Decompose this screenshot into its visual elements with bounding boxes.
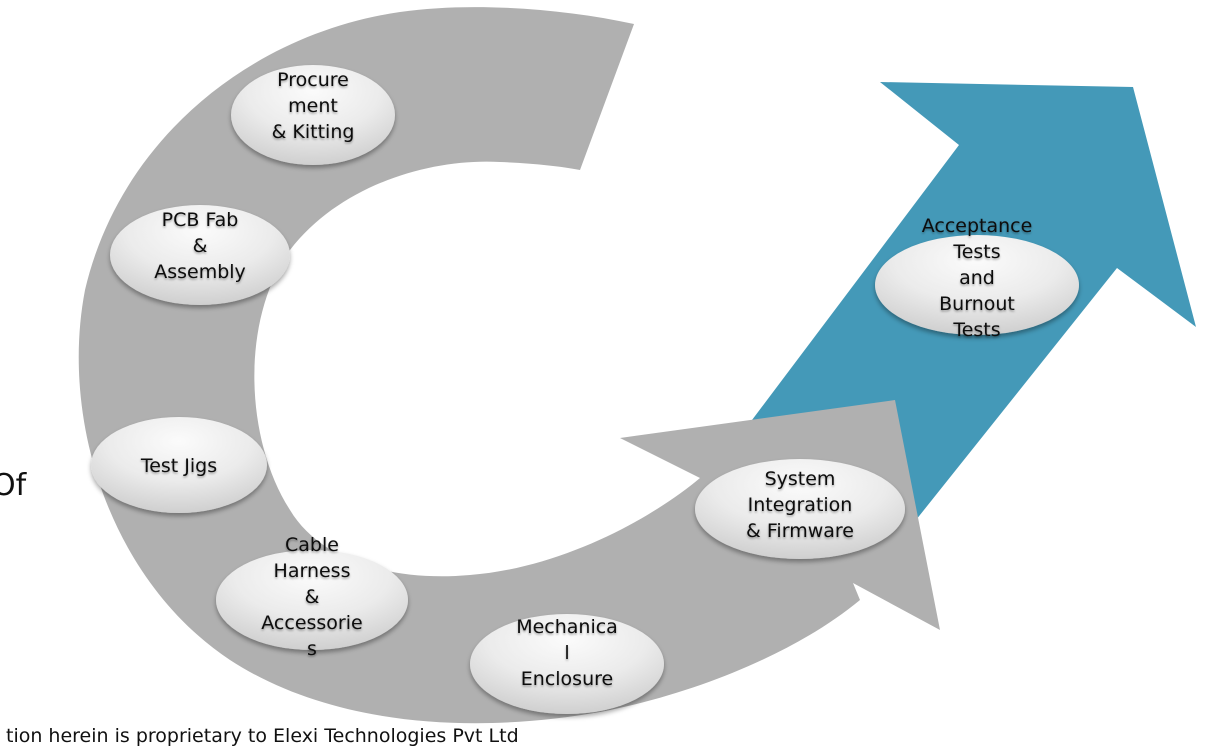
step-label-line: Integration xyxy=(748,494,853,516)
step-label-line: & xyxy=(193,235,208,257)
step-label-line: & Kitting xyxy=(272,121,355,143)
step-label-line: Tests xyxy=(952,319,1000,341)
step-label-line: Assembly xyxy=(154,261,246,283)
step-label-line: Cable xyxy=(285,534,339,556)
step-label-line: Test Jigs xyxy=(140,455,217,477)
step-label-line: ment xyxy=(288,95,338,117)
step-ellipse xyxy=(231,65,395,165)
step-ellipse xyxy=(216,550,408,650)
step-label-line: Acceptance xyxy=(922,215,1033,237)
step-label-line: l xyxy=(564,642,569,664)
step-label-line: System xyxy=(765,468,836,490)
step-ellipse xyxy=(110,205,290,305)
step-label-line: Burnout xyxy=(939,293,1015,315)
step-ellipse xyxy=(875,235,1079,335)
step-ellipse xyxy=(695,459,905,559)
step-ellipse xyxy=(470,614,664,714)
step-label-line: Tests xyxy=(952,241,1000,263)
step-node-test-jigs: Test Jigs xyxy=(91,417,267,513)
step-label-line: Harness xyxy=(274,560,351,582)
step-label-line: Accessorie xyxy=(261,612,362,634)
step-label-line: Enclosure xyxy=(521,668,613,690)
step-label-line: Procure xyxy=(277,69,349,91)
step-node-procurement: Procure ment & Kitting xyxy=(231,65,395,165)
step-label-line: s xyxy=(307,638,317,660)
step-ellipse xyxy=(91,417,267,513)
step-label-line: & xyxy=(305,586,320,608)
step-label-line: and xyxy=(959,267,995,289)
step-label-line: PCB Fab xyxy=(162,209,239,231)
step-label-line: Mechanica xyxy=(516,616,618,638)
step-node-pcb: PCB Fab & Assembly xyxy=(110,205,290,305)
side-label: Of xyxy=(0,468,27,503)
cycle-ring xyxy=(78,7,940,724)
footer-disclaimer: tion herein is proprietary to Elexi Tech… xyxy=(6,725,519,747)
step-label-line: & Firmware xyxy=(746,520,854,542)
